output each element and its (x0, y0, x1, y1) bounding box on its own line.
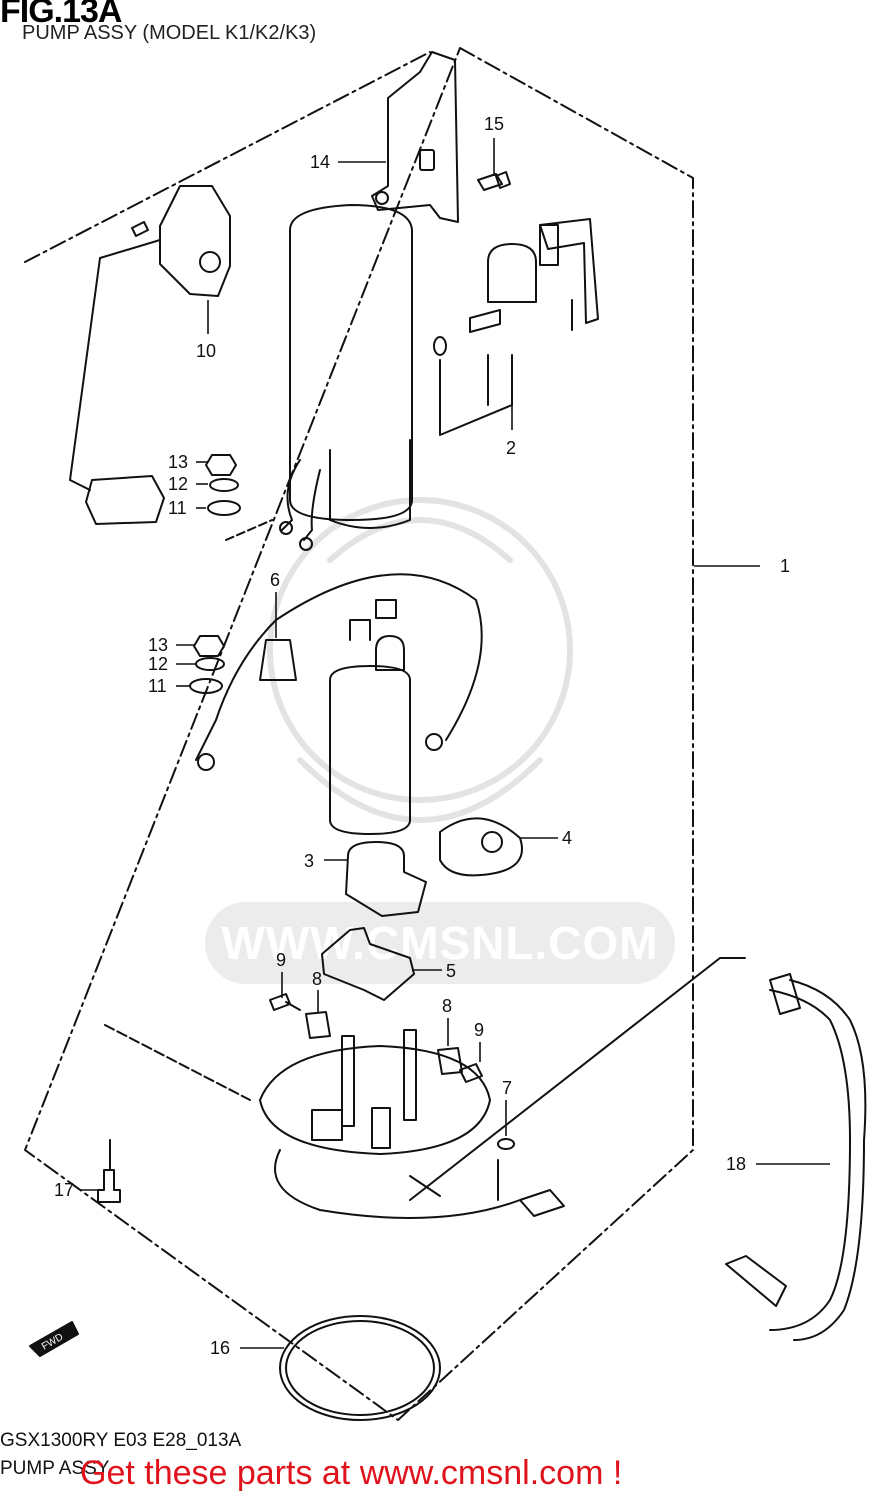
figure-number: FIG.13A (0, 0, 122, 30)
pressure-regulator (469, 243, 537, 333)
callout-3: 3 (304, 851, 314, 871)
callout-9-right: 9 (474, 1020, 484, 1040)
upper-nut-13 (205, 454, 237, 476)
callout-18: 18 (726, 1154, 746, 1174)
callout-2: 2 (506, 438, 516, 458)
callout-9-left: 9 (276, 950, 286, 970)
callout-13-upper: 13 (168, 452, 188, 472)
callout-12-upper: 12 (168, 474, 188, 494)
screw-9-left (269, 993, 301, 1011)
callout-1: 1 (780, 556, 790, 576)
bracket-clip (539, 224, 559, 266)
assembly-outline (24, 47, 694, 1421)
callout-6: 6 (270, 570, 280, 590)
filter-bracket (539, 218, 599, 324)
part-14-bracket (371, 51, 459, 223)
fwd-arrow (29, 1321, 79, 1357)
part-10-fuel-level-sender (159, 185, 231, 297)
callout-7: 7 (502, 1078, 512, 1098)
assembly-name: PUMP ASSY (0, 1458, 110, 1479)
hose-end-top (769, 973, 801, 1015)
callout-leaders (80, 138, 830, 1349)
screw-9-right (459, 1063, 483, 1083)
filter-inner (329, 439, 411, 529)
callout-16: 16 (210, 1338, 230, 1358)
callout-labels: 1 2 3 4 5 6 7 8 8 9 9 10 11 11 12 12 13 … (40, 114, 790, 1358)
hose-end-bottom (725, 1255, 787, 1307)
callout-12-lower: 12 (148, 654, 168, 674)
pump-outlet (349, 599, 405, 671)
float (85, 475, 165, 525)
callout-8-left: 8 (312, 969, 322, 989)
plate-8-left (305, 1011, 331, 1039)
part-10-screw (131, 221, 149, 237)
part-3-strainer (345, 841, 427, 917)
plate-terminals (311, 1107, 391, 1149)
part-7-o-ring (497, 1138, 515, 1150)
watermark-mascot (267, 497, 573, 823)
part-16-o-ring (279, 1315, 441, 1421)
callout-5: 5 (446, 961, 456, 981)
plate-lead-wire (274, 1149, 565, 1219)
plate-posts (341, 1029, 417, 1127)
callout-15: 15 (484, 114, 504, 134)
upper-wire-lead (281, 459, 321, 541)
part-15-bolt (477, 171, 511, 191)
callout-17: 17 (54, 1180, 74, 1200)
callout-11-lower: 11 (148, 676, 167, 696)
float-arm (69, 239, 161, 491)
part-18-fuel-hose (769, 979, 867, 1341)
part-17-bolt (97, 1169, 121, 1203)
callout-14: 14 (310, 152, 330, 172)
fuel-pump-body (329, 665, 411, 835)
lower-nut-13 (193, 635, 225, 657)
callout-4: 4 (562, 828, 572, 848)
part-5-holder (321, 927, 415, 1001)
callout-10: 10 (196, 341, 216, 361)
part-2-filter-housing (289, 204, 413, 521)
bracket-slot (419, 149, 435, 171)
part-2-leader (439, 299, 573, 436)
pump-wire-harness (195, 573, 483, 761)
callout-13-lower: 13 (148, 635, 168, 655)
lower-washer-12 (195, 657, 225, 671)
part-4-cushion (439, 817, 523, 877)
callout-11-upper: 11 (168, 498, 187, 518)
o-ring-small (433, 336, 447, 356)
part-6-grommet (259, 639, 297, 681)
callout-8-right: 8 (442, 996, 452, 1016)
figure-subtitle: PUMP ASSY (MODEL K1/K2/K3) (22, 22, 317, 44)
bracket-hole (375, 191, 389, 205)
watermark-banner: WWW.CMSNL.COM (205, 902, 675, 984)
upper-washer-11 (207, 500, 241, 516)
pump-set-plate (259, 1045, 491, 1155)
promo-link[interactable]: Get these parts at www.cmsnl.com ! (80, 1454, 623, 1492)
drawing-code: GSX1300RY E03 E28_013A (0, 1430, 242, 1451)
upper-washer-12 (209, 478, 239, 492)
